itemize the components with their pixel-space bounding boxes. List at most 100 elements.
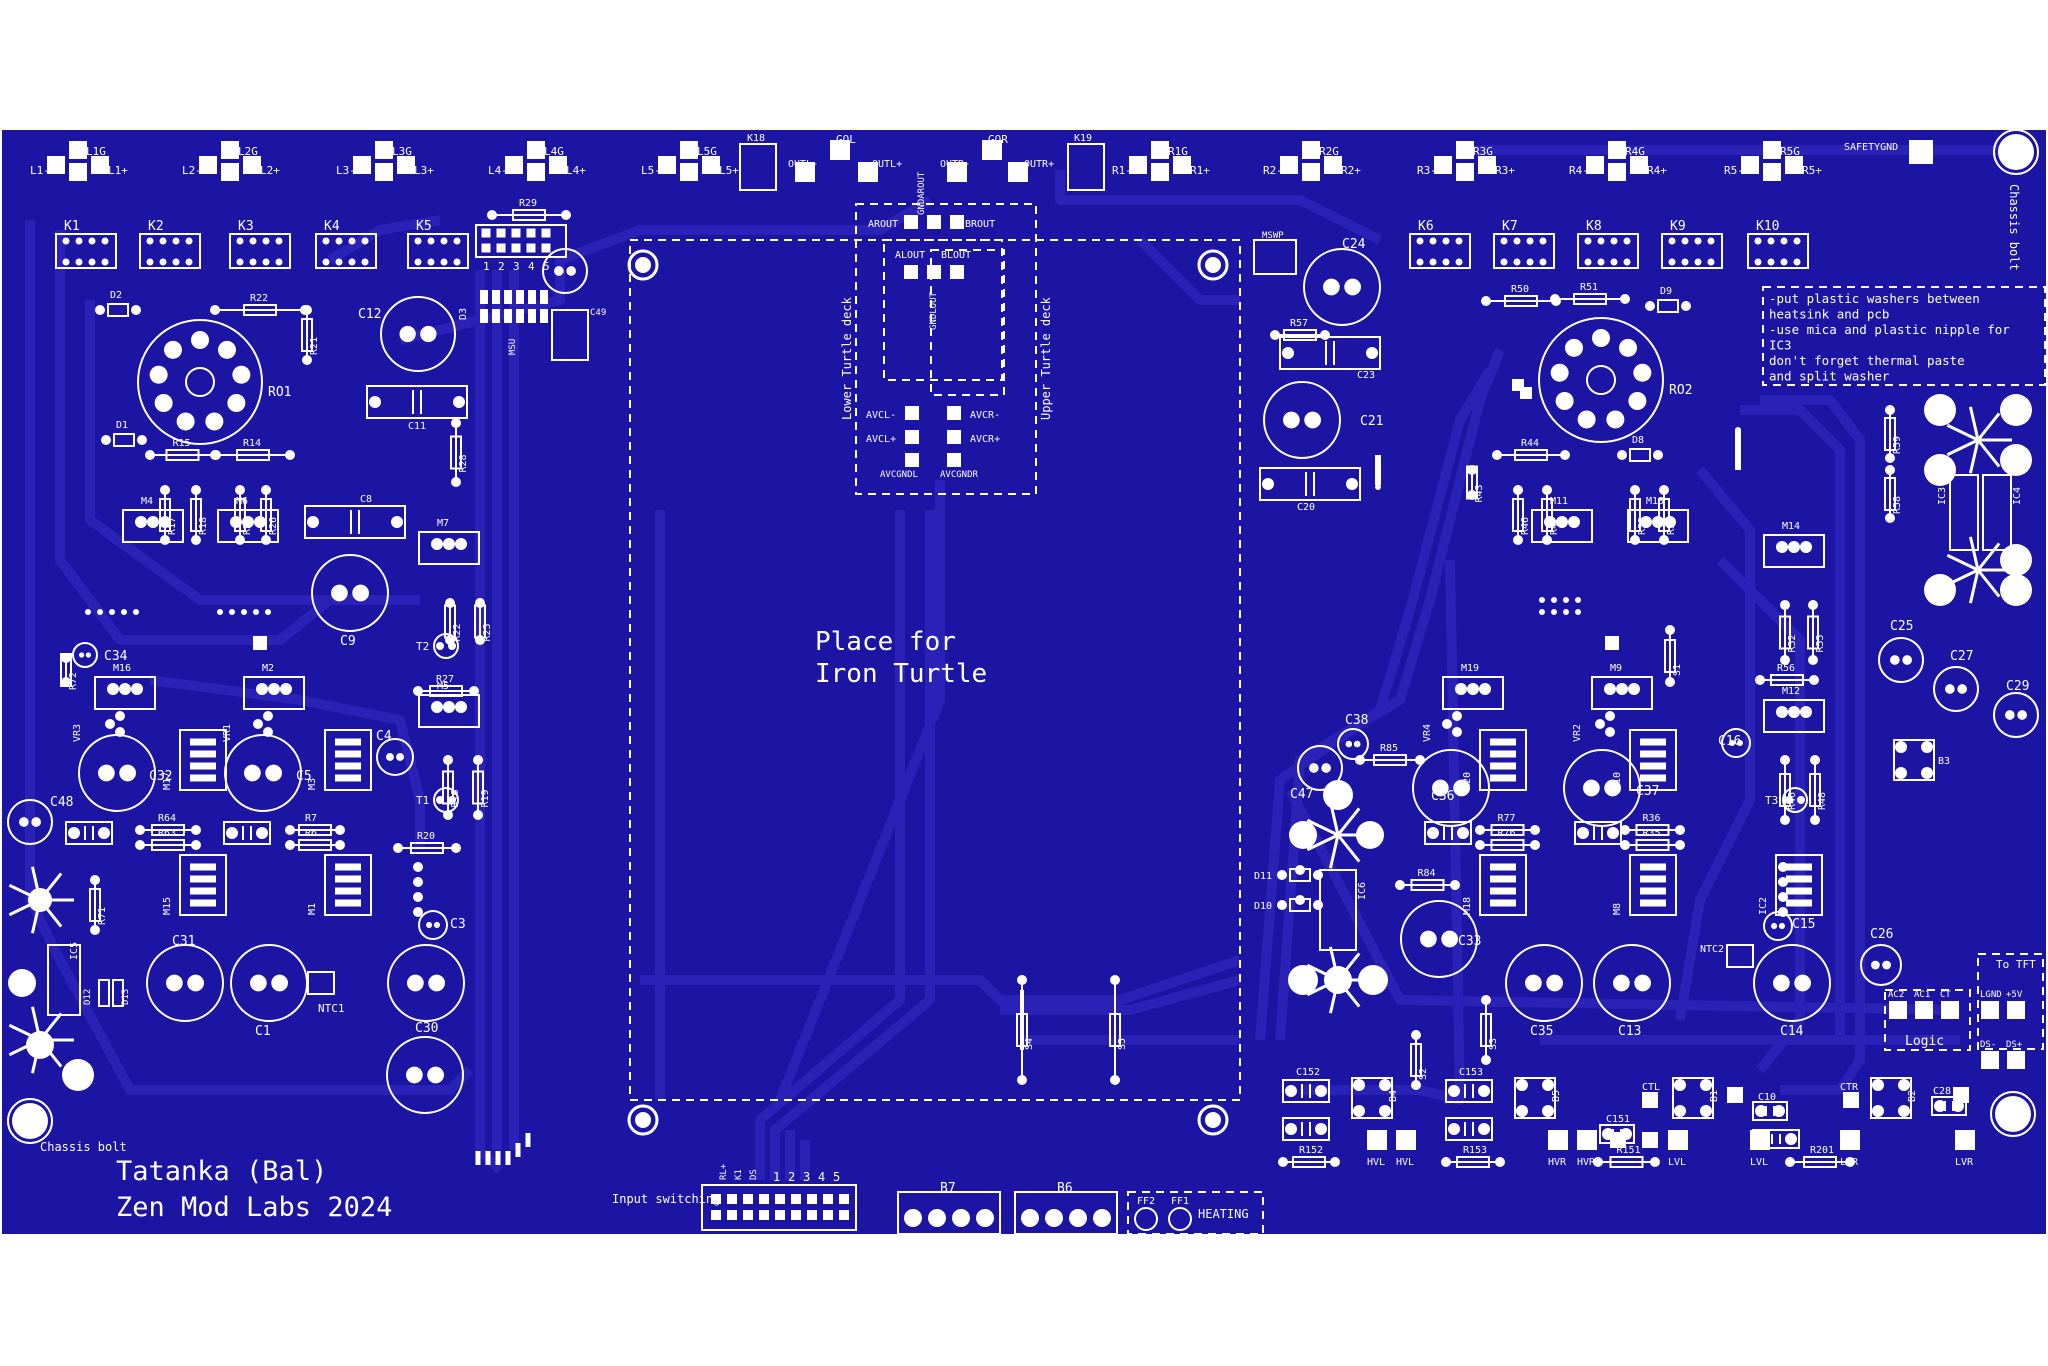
transistor-pin — [119, 683, 131, 695]
resistor-label: R22 — [250, 293, 268, 304]
relay-pin — [262, 237, 270, 245]
bridge-label: B1 — [1709, 1090, 1720, 1102]
diode-label: D3 — [458, 308, 469, 320]
input-pad — [1608, 141, 1626, 159]
ntc1 — [307, 971, 335, 995]
power-transistor-pad — [335, 762, 361, 770]
transistor-pin — [1628, 683, 1640, 695]
tube-pin — [1577, 410, 1596, 429]
resistor-body — [260, 498, 272, 532]
capacitor-pad — [79, 652, 85, 658]
input-pad — [69, 141, 87, 159]
pad — [1895, 741, 1907, 753]
relay-pin — [414, 237, 422, 245]
resistor-pad — [1450, 880, 1460, 890]
transistor-pin — [455, 701, 467, 713]
transistor-pin — [1652, 516, 1664, 528]
power-transistor-pad — [190, 762, 216, 770]
note-line: -put plastic washers between — [1769, 291, 1980, 306]
relay-pin — [172, 258, 180, 266]
resistor-label: S5 — [1117, 1038, 1128, 1050]
transistor-label: M2 — [262, 663, 274, 674]
film-capacitor — [65, 821, 113, 845]
resistor-pad — [191, 485, 201, 495]
heating-outline — [1127, 1191, 1264, 1235]
chassis-bolt-ring-left — [7, 1098, 53, 1144]
pad — [115, 727, 125, 737]
relay-pin — [1780, 237, 1788, 245]
relay-outline — [229, 233, 291, 269]
pad — [528, 290, 536, 304]
component-label: MSU — [508, 339, 518, 355]
resistor-pad — [1659, 535, 1669, 545]
pad — [1353, 1079, 1365, 1091]
resistor-pad — [1810, 755, 1820, 765]
power-transistor-pad — [1490, 738, 1516, 746]
transistor-pin — [1800, 706, 1812, 718]
relay-outline — [407, 233, 469, 269]
pad — [492, 290, 500, 304]
capacitor-pad — [1478, 1085, 1490, 1097]
diode-label: D13 — [121, 989, 131, 1005]
power-transistor-outline — [179, 729, 227, 791]
bridge-small — [1672, 1077, 1714, 1119]
input-label: L3G — [392, 145, 412, 158]
bridge-label: B2 — [1907, 1090, 1918, 1102]
pad — [62, 1059, 94, 1091]
power-transistor-pad — [335, 774, 361, 782]
resistor-body — [165, 449, 200, 461]
input-label: L3- — [336, 164, 356, 177]
resistor-body — [1283, 329, 1317, 341]
input-pad — [221, 163, 239, 181]
capacitor-pad — [1602, 1128, 1614, 1140]
resistor-pad — [285, 450, 295, 460]
input-pad — [1151, 163, 1169, 181]
trimmer-label: VR2 — [1572, 724, 1583, 742]
power-pad — [1367, 1130, 1387, 1150]
pad — [1452, 727, 1462, 737]
capacitor-pad — [1282, 347, 1294, 359]
power-transistor-outline — [1629, 729, 1677, 791]
resistor-label: R22 — [452, 623, 463, 641]
capacitor-label: C36 — [1431, 789, 1454, 804]
transistor-label: M12 — [1782, 686, 1800, 697]
capacitor-pad — [1773, 1105, 1785, 1117]
pad — [759, 1194, 769, 1204]
power-pad — [1727, 1087, 1743, 1103]
diode-label: D11 — [1254, 871, 1272, 882]
resistor-pad — [1808, 655, 1818, 665]
pad — [1778, 892, 1788, 902]
input-pad — [702, 156, 720, 174]
relay-pin — [1597, 237, 1605, 245]
relay-label: K9 — [1670, 219, 1686, 234]
capacitor-label: C3 — [450, 917, 466, 932]
transistor-pin — [1616, 683, 1628, 695]
resistor-body — [243, 304, 277, 316]
pad — [947, 430, 961, 444]
pad — [904, 265, 918, 279]
relay-pin — [101, 258, 109, 266]
film-capacitor — [1424, 821, 1472, 845]
pad — [485, 1151, 491, 1165]
resistor-pad — [1330, 1157, 1340, 1167]
to-tft-label: To TFT — [1996, 958, 2036, 971]
chassis-bolt-left-label: Chassis bolt — [40, 1140, 127, 1154]
bridge-rectifier — [897, 1191, 1001, 1235]
electrolytic-capacitor — [1860, 944, 1902, 986]
pad — [481, 228, 491, 238]
capacitor-pad — [1902, 655, 1913, 665]
film-capacitor — [1259, 467, 1361, 501]
resistor-pad — [191, 840, 201, 850]
power-transistor-outline — [1629, 854, 1677, 916]
input-label: R2G — [1319, 145, 1339, 158]
resistor-pad — [285, 840, 295, 850]
electrolytic-capacitor — [380, 296, 456, 372]
transistor-pin — [1788, 541, 1800, 553]
resistor-body — [410, 842, 444, 854]
logic-pad — [1981, 1001, 1999, 1019]
relay-pin — [1767, 258, 1775, 266]
power-pad — [1396, 1130, 1416, 1150]
power-transistor-pad — [1640, 863, 1666, 871]
deck-pin-label: ALOUT — [895, 250, 925, 261]
